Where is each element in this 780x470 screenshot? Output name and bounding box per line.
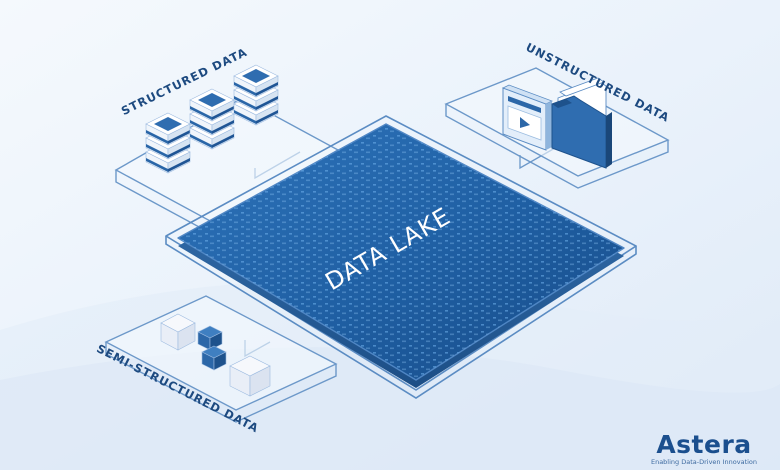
cube-icon: [160, 313, 196, 351]
server-icon: [189, 88, 235, 150]
brand-tagline: Enabling Data-Driven Innovation: [650, 458, 758, 466]
cube-icon: [229, 355, 271, 397]
server-icon: [145, 112, 191, 174]
cube-icon: [201, 345, 227, 371]
cube-icon: [197, 325, 223, 351]
semi-structured-cube-icons: [160, 313, 271, 397]
data-lake-platform: DATA LAKE: [165, 115, 637, 399]
astera-logo: Astera Enabling Data-Driven Innovation: [632, 432, 776, 468]
server-icon: [233, 64, 279, 126]
unstructured-folder-icon: [551, 77, 612, 169]
brand-name: Astera: [656, 430, 752, 459]
unstructured-media-window-icon: [501, 84, 554, 151]
play-icon: [520, 117, 530, 128]
server-stack-icons: [145, 64, 279, 174]
